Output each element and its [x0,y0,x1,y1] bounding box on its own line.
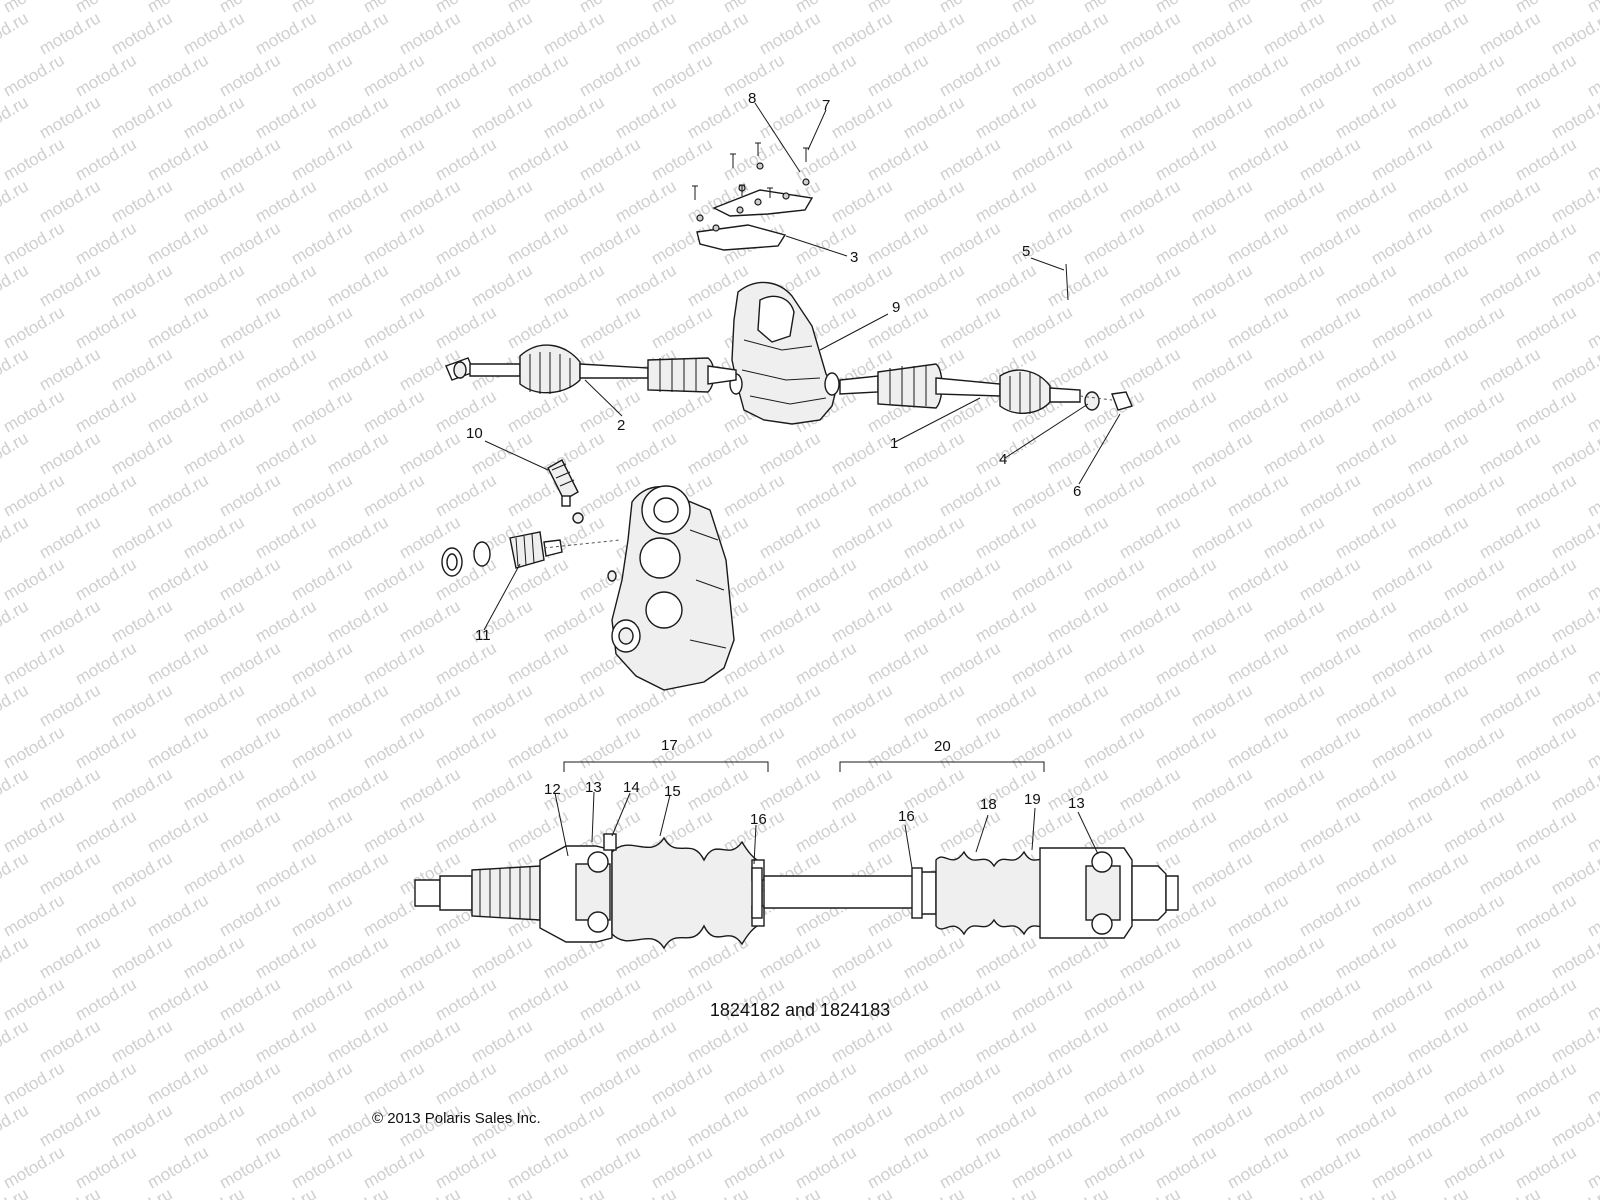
callout-16-left: 16 [750,811,767,828]
cv-axle-detail [414,833,1179,950]
callout-18: 18 [980,796,997,813]
callout-11: 11 [475,627,491,644]
callout-16-right: 16 [898,808,915,825]
gearcase-upper [729,281,840,425]
pinion-assembly [441,459,621,582]
axle-shaft-left [445,344,737,394]
callout-12: 12 [544,781,561,798]
callout-7: 7 [822,97,830,114]
callout-labels: 8 7 3 9 5 2 1 4 6 10 11 17 20 12 13 14 1… [466,90,1085,828]
callout-1: 1 [890,435,898,452]
callout-17: 17 [661,737,678,754]
part-numbers-caption: 1824182 and 1824183 [709,1000,891,1020]
leader-lines [483,102,1121,869]
callout-3: 3 [850,249,858,266]
callout-13-right: 13 [1068,795,1085,812]
callout-6: 6 [1073,483,1081,500]
axle-shaft-right [839,263,1133,414]
callout-14: 14 [623,779,640,796]
mounting-bracket-assembly [692,142,814,251]
callout-20: 20 [934,738,951,755]
callout-2: 2 [617,417,625,434]
callout-10: 10 [466,425,483,442]
callout-8: 8 [748,90,756,107]
copyright-text: © 2013 Polaris Sales Inc. [372,1110,541,1127]
callout-5: 5 [1022,243,1030,260]
gearcase-lower [611,485,735,691]
callout-15: 15 [664,783,681,800]
callout-19: 19 [1024,791,1041,808]
callout-4: 4 [999,451,1007,468]
callout-13-left: 13 [585,779,602,796]
callout-9: 9 [892,299,900,316]
